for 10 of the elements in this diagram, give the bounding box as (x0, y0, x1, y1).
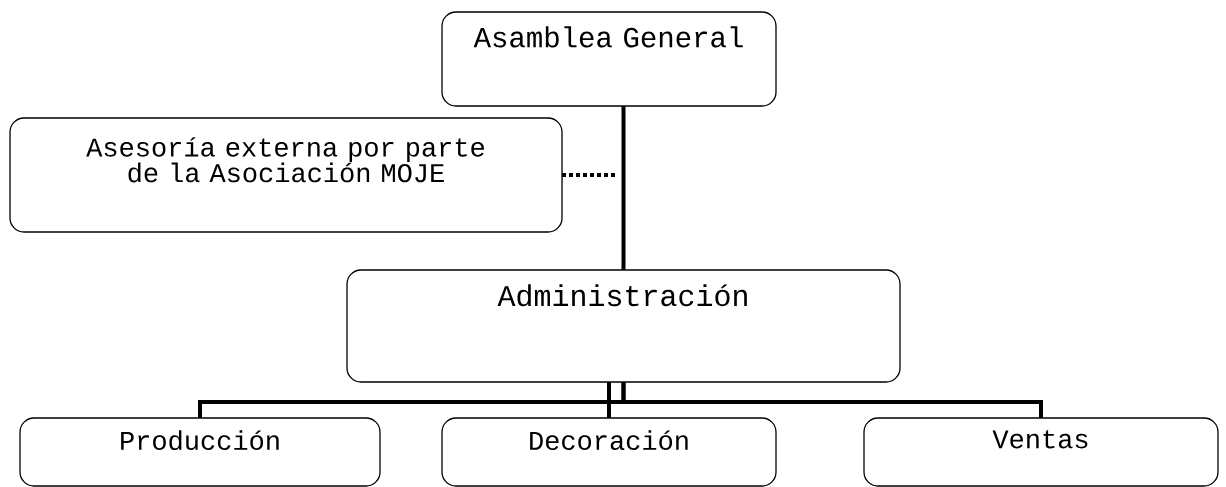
connector-line (621, 106, 626, 270)
org-box: Decoración (441, 417, 777, 487)
org-box: Administración (346, 269, 901, 383)
org-box: Asamblea General (441, 11, 777, 107)
connector-line (607, 382, 611, 418)
org-box: Producción (19, 417, 381, 487)
dotted-line (562, 173, 618, 177)
connector-line (621, 382, 1043, 418)
org-box: Asesoría externa por parte de la Asociación MOJE (9, 117, 563, 233)
org-box: Ventas (863, 417, 1219, 487)
